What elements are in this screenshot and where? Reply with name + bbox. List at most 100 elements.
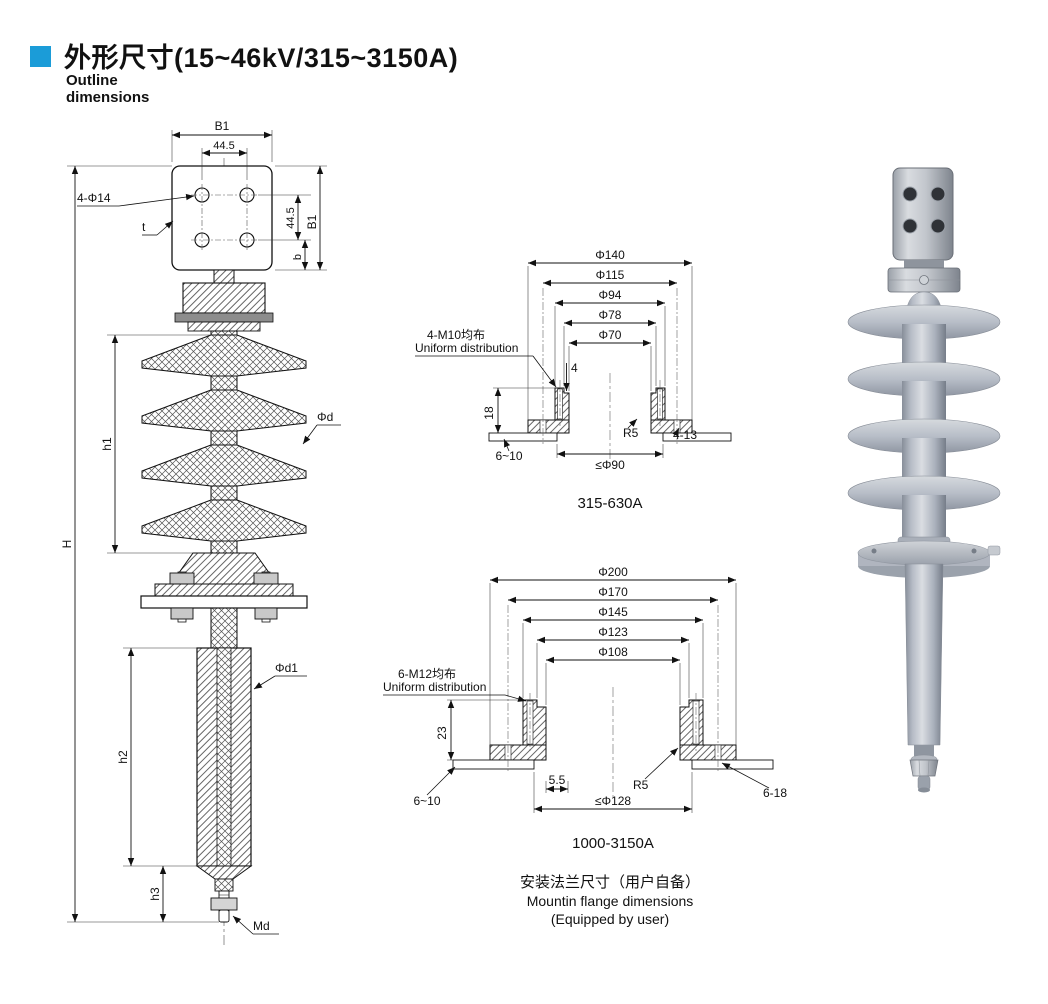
dim-le-phi128: ≤Φ128 [595, 794, 632, 808]
dim-phi200: Φ200 [598, 565, 628, 579]
flange-section [452, 699, 774, 770]
base-plate-left [489, 744, 547, 761]
shed [141, 499, 307, 542]
stud-tip [218, 909, 230, 923]
user-plate-left [452, 759, 535, 770]
h-dimension: H [60, 165, 172, 923]
holes-leader [672, 427, 680, 437]
dim-23: 23 [435, 726, 449, 740]
dim-h3: h3 [148, 887, 162, 901]
shed [141, 389, 307, 432]
dim-phi94: Φ94 [599, 288, 622, 302]
insulator-sheds [141, 330, 307, 554]
extension-lines [447, 583, 737, 813]
terminal-pad [171, 165, 273, 271]
flange-section [488, 387, 732, 442]
flange-note-en2: (Equipped by user) [550, 911, 670, 927]
md-callout: Md [232, 915, 279, 935]
dim-phi70: Φ70 [599, 328, 622, 342]
dim-6-10: 6~10 [413, 794, 440, 808]
dim-phi123: Φ123 [598, 625, 628, 639]
flange-tab [987, 545, 1001, 556]
dim-phi-d1: Φd1 [275, 661, 298, 675]
hole-centerlines [542, 288, 678, 444]
phi-d1-callout: Φd1 [253, 661, 307, 690]
nut [254, 607, 278, 620]
product-photo-insulator [847, 167, 1001, 793]
dim-spacing-right: 44.5 [285, 207, 297, 228]
t-callout: t [142, 220, 174, 236]
terminal-plate [171, 165, 273, 271]
dim-5-5: 5.5 [549, 773, 566, 787]
flange-note: 安装法兰尺寸（用户自备） Mountin flange dimensions (… [455, 874, 765, 928]
ring-section-left [522, 699, 547, 746]
diameter-dim-lines [447, 576, 736, 813]
plate-leader [426, 766, 456, 796]
diameter-dim-lines [494, 259, 692, 458]
dim-phi145: Φ145 [598, 605, 628, 619]
blade-hole [930, 186, 946, 202]
dim-step4: 4 [571, 361, 578, 375]
mounting-flange-zone [140, 552, 308, 649]
phi-d-callout: Φd [302, 410, 341, 445]
dim-phi140: Φ140 [595, 248, 625, 262]
user-plate-left [488, 432, 558, 442]
ring-section-right [679, 699, 704, 746]
dim-phi115: Φ115 [596, 268, 625, 282]
user-plate-right [662, 432, 732, 442]
flange-note-en1: Mountin flange dimensions [526, 893, 694, 909]
dim-b: b [292, 254, 304, 260]
dim-md: Md [253, 919, 270, 933]
blade-hole [902, 186, 918, 202]
user-plate-right [691, 759, 774, 770]
top-dimensions: B1 44.5 44.5 B1 b [171, 119, 327, 271]
h1-dimension: h1 [100, 334, 211, 554]
plate-leader [503, 438, 511, 452]
bottom-nut [210, 897, 238, 911]
blade-hole [902, 218, 918, 234]
conductor-rod [216, 647, 232, 867]
lower-tube [195, 647, 253, 923]
dim-phi78: Φ78 [599, 308, 622, 322]
bolt-note-en: Uniform distribution [383, 680, 486, 694]
clamp-bolt [919, 275, 929, 285]
dim-6-10: 6~10 [495, 449, 522, 463]
dim-h1: h1 [100, 437, 114, 451]
dim-r5: R5 [633, 778, 649, 792]
bolt-note-en: Uniform distribution [415, 341, 518, 355]
bolt-head [253, 572, 279, 585]
dim-phi-d: Φd [317, 410, 333, 424]
hole-centerlines [507, 605, 719, 772]
flange-drawing-1000-3150: Φ200 Φ170 Φ145 Φ123 Φ108 23 6~10 5.5 R5 … [383, 565, 787, 852]
page-title: 外形尺寸(15~46kV/315~3150A) [64, 43, 459, 73]
flange-drawing-315-630: Φ140 Φ115 Φ94 Φ78 Φ70 4 18 6~10 R5 4-13 … [415, 248, 732, 512]
flange-hole [971, 548, 977, 554]
nut [170, 607, 194, 620]
flange-hole [871, 548, 877, 554]
lower-tube [904, 563, 944, 746]
shed [141, 444, 307, 487]
dim-h: H [60, 540, 74, 549]
terminal-blade [892, 167, 954, 261]
caption-315-630: 315-630A [577, 495, 642, 512]
fillet-leader [627, 418, 638, 429]
extension-lines [493, 266, 693, 458]
clamp-cap [182, 282, 266, 314]
base-plate-left [527, 419, 570, 434]
base-plate-right [679, 744, 737, 761]
outline-dimension-drawing: B1 44.5 44.5 B1 b 4-Φ14 t h1 Φd [60, 119, 341, 945]
bolt-note: 6-M12均布 Uniform distribution [383, 667, 527, 702]
bolt-note-cn: 4-M10均布 [427, 328, 485, 342]
h3-dimension: h3 [148, 866, 219, 923]
fillet-leader [644, 747, 679, 780]
page-subtitle: Outline dimensions [66, 72, 150, 106]
shed [141, 334, 307, 377]
dim-6-18: 6-18 [763, 786, 787, 800]
bolt-note-cn: 6-M12均布 [398, 667, 456, 681]
top-fitting [174, 269, 274, 332]
hole-callout: 4-Φ14 [77, 191, 195, 207]
holes-leader [721, 762, 770, 789]
user-mounting-plate [140, 595, 308, 609]
dim-phi108: Φ108 [598, 645, 628, 659]
